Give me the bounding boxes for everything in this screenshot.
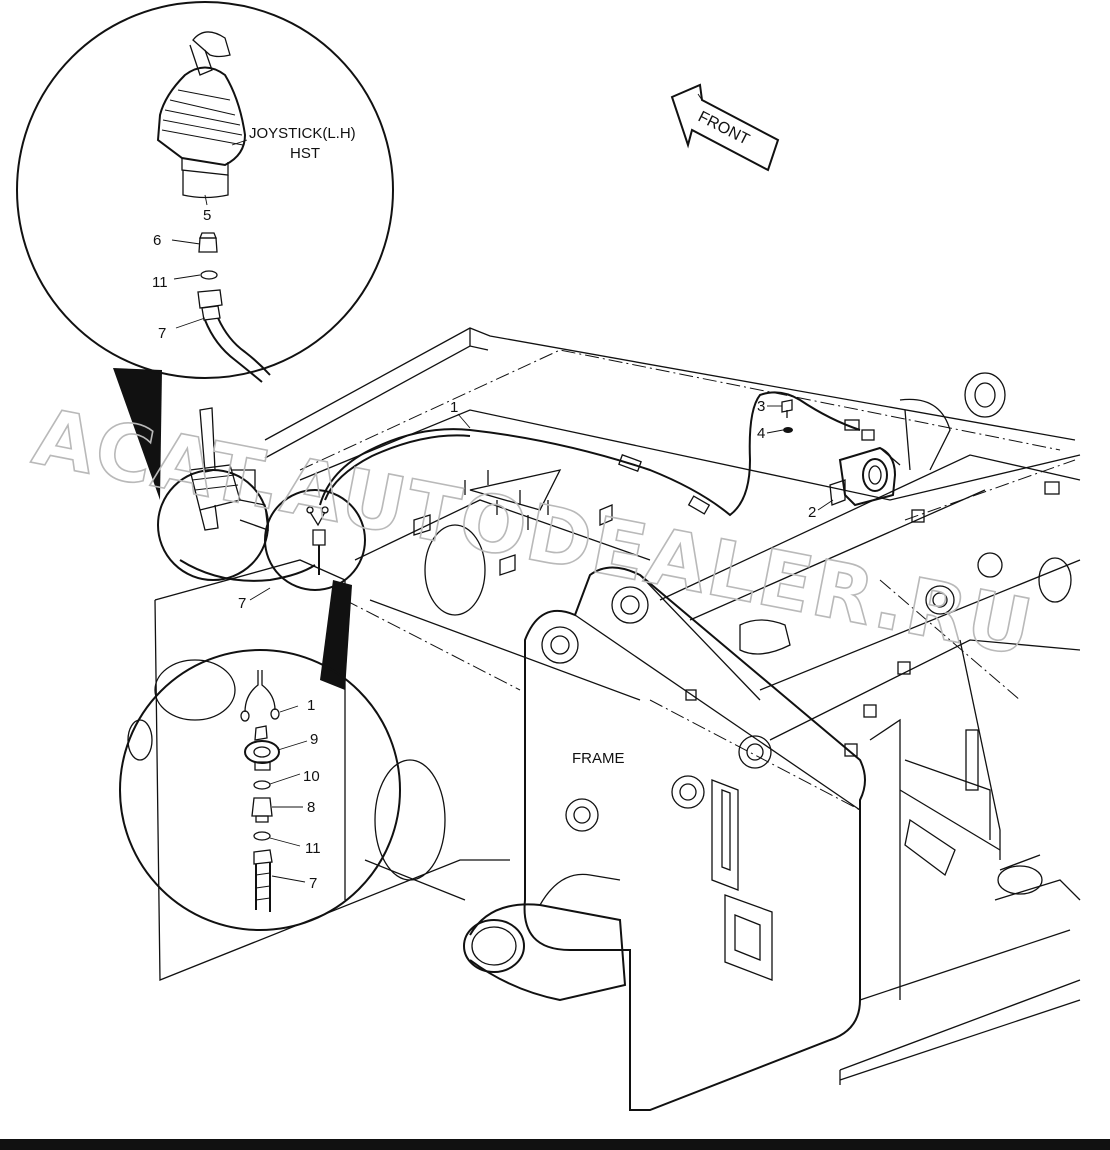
alarm-unit [829, 446, 901, 507]
detail-part-number-11: 11 [305, 840, 321, 857]
switch-detail-callout [119, 580, 401, 931]
part-number-11: 11 [152, 274, 168, 291]
part-number-7: 7 [158, 325, 166, 342]
frame-assembly [127, 327, 1081, 1111]
main-part-number-2: 2 [808, 504, 816, 521]
detail-part-number-10: 10 [303, 768, 320, 785]
part-number-6: 6 [153, 232, 161, 249]
washer-part [783, 427, 793, 433]
detail-part-number-9: 9 [310, 731, 318, 748]
main-part-number-4: 4 [757, 425, 765, 442]
wire-harness [319, 391, 901, 517]
detail-part-number-7: 7 [309, 875, 317, 892]
part-number-5: 5 [203, 207, 211, 224]
main-part-number-7: 7 [238, 595, 246, 612]
bottom-border [0, 1139, 1110, 1150]
main-part-number-1: 1 [450, 399, 458, 416]
switch-location-marker [264, 489, 366, 591]
front-label: FRONT [695, 108, 752, 148]
main-part-number-3: 3 [757, 398, 765, 415]
joystick-detail-callout [16, 1, 394, 500]
hst-label: HST [290, 145, 320, 162]
detail-part-number-1: 1 [307, 697, 315, 714]
joystick-label: JOYSTICK(L.H) [249, 125, 356, 142]
frame-label: FRAME [572, 750, 625, 767]
front-direction-arrow [670, 83, 780, 172]
watermark: ACAT.AUTODEALER.RU [26, 392, 1040, 674]
bolt-part [781, 399, 793, 418]
detail-part-number-8: 8 [307, 799, 315, 816]
